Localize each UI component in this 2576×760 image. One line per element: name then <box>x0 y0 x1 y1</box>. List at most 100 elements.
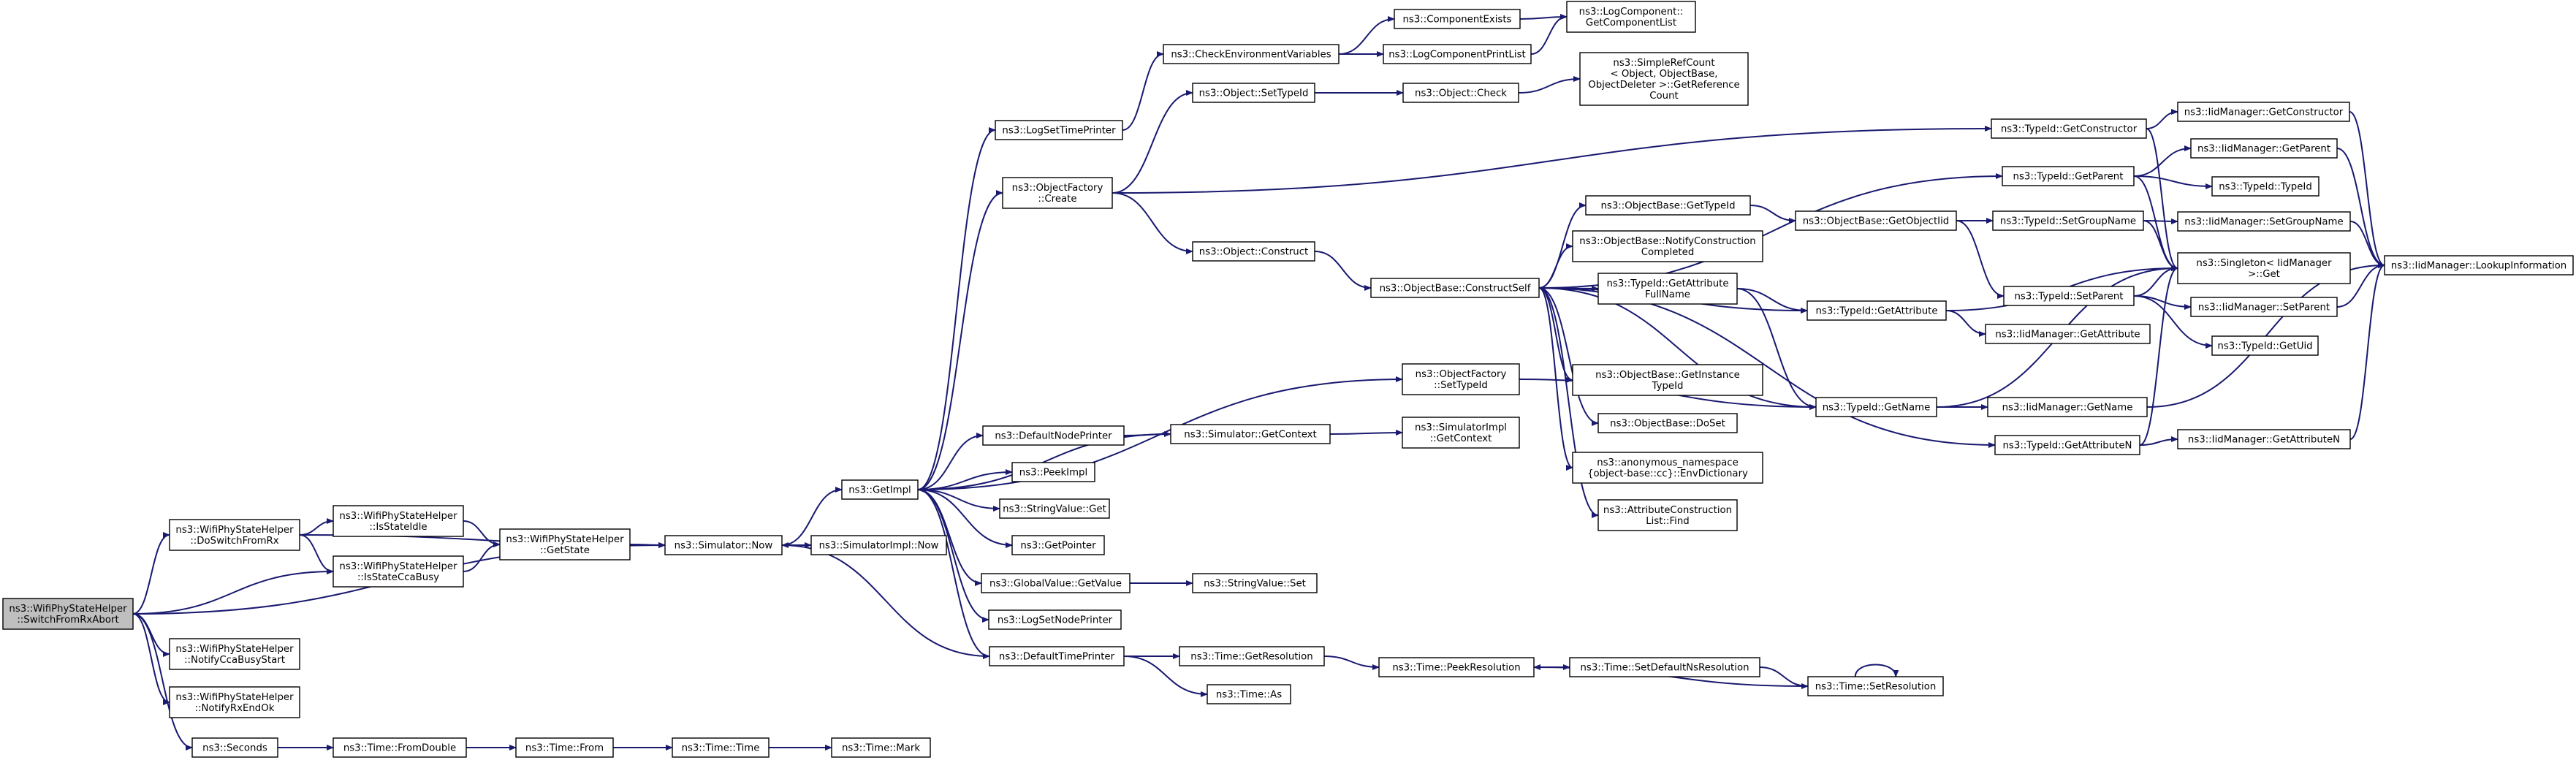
node-simulator-get-context[interactable]: ns3::Simulator::GetContext <box>1170 424 1331 444</box>
node-type-id-get-attribute[interactable]: ns3::TypeId::GetAttribute <box>1806 300 1947 321</box>
node-label-line: ns3::ObjectBase::GetObjectIid <box>1803 216 1949 227</box>
node-simulator-impl-get-context[interactable]: ns3::SimulatorImpl::GetContext <box>1402 417 1520 449</box>
node-box <box>1378 657 1535 677</box>
node-iid-manager-get-attribute[interactable]: ns3::IidManager::GetAttribute <box>1985 324 2151 344</box>
node-object-base-notify[interactable]: ns3::ObjectBase::NotifyConstructionCompl… <box>1572 230 1763 262</box>
node-notify-rx-end-ok[interactable]: ns3::WifiPhyStateHelper::NotifyRxEndOk <box>169 686 300 718</box>
node-object-check[interactable]: ns3::Object::Check <box>1402 83 1519 103</box>
node-time-set-default-ns-resolution[interactable]: ns3::Time::SetDefaultNsResolution <box>1569 657 1760 677</box>
node-label-line: ns3::LogComponent:: <box>1579 7 1684 18</box>
node-seconds[interactable]: ns3::Seconds <box>191 737 278 758</box>
node-get-pointer[interactable]: ns3::GetPointer <box>1011 535 1105 555</box>
node-component-exists[interactable]: ns3::ComponentExists <box>1394 9 1521 29</box>
node-box <box>841 479 919 500</box>
node-box <box>672 737 770 758</box>
node-env-dictionary[interactable]: ns3::anonymous_namespace{object-base::cc… <box>1572 452 1763 484</box>
node-log-set-time-printer[interactable]: ns3::LogSetTimePrinter <box>995 120 1123 140</box>
node-object-base-construct-self[interactable]: ns3::ObjectBase::ConstructSelf <box>1370 278 1540 298</box>
node-time-mark[interactable]: ns3::Time::Mark <box>831 737 931 758</box>
node-object-set-type-id[interactable]: ns3::Object::SetTypeId <box>1192 83 1315 103</box>
node-notify-cca-busy-start[interactable]: ns3::WifiPhyStateHelper::NotifyCcaBusySt… <box>169 638 300 670</box>
node-iid-manager-get-constructor[interactable]: ns3::IidManager::GetConstructor <box>2177 102 2350 122</box>
node-iid-manager-lookup-information[interactable]: ns3::IidManager::LookupInformation <box>2384 255 2574 276</box>
node-log-set-node-printer[interactable]: ns3::LogSetNodePrinter <box>988 609 1122 630</box>
node-do-switch-from-rx[interactable]: ns3::WifiPhyStateHelper::DoSwitchFromRx <box>169 519 300 551</box>
node-box <box>191 737 278 758</box>
node-iid-manager-get-name[interactable]: ns3::IidManager::GetName <box>1987 397 2148 417</box>
node-label-line: ns3::Time::PeekResolution <box>1392 663 1520 674</box>
node-time-get-resolution[interactable]: ns3::Time::GetResolution <box>1179 646 1325 666</box>
node-simulator-now[interactable]: ns3::Simulator::Now <box>664 535 783 555</box>
node-iid-manager-set-group-name[interactable]: ns3::IidManager::SetGroupName <box>2177 211 2351 232</box>
node-label-line: ns3::StringValue::Get <box>1003 504 1106 515</box>
node-time-set-resolution[interactable]: ns3::Time::SetResolution <box>1807 676 1944 696</box>
node-get-component-list[interactable]: ns3::LogComponent::GetComponentList <box>1566 1 1696 33</box>
node-label-line: ns3::SimpleRefCount <box>1613 58 1714 69</box>
node-box <box>1992 210 2144 231</box>
node-type-id-get-parent[interactable]: ns3::TypeId::GetParent <box>2002 166 2135 186</box>
node-box <box>1985 324 2151 344</box>
node-type-id-get-name[interactable]: ns3::TypeId::GetName <box>1815 397 1937 417</box>
node-type-id-get-attribute-n[interactable]: ns3::TypeId::GetAttributeN <box>1994 435 2140 455</box>
node-string-value-set[interactable]: ns3::StringValue::Set <box>1192 573 1318 593</box>
node-type-id-type-id[interactable]: ns3::TypeId::TypeId <box>2211 176 2319 197</box>
node-time-as[interactable]: ns3::Time::As <box>1207 684 1291 704</box>
node-default-time-printer[interactable]: ns3::DefaultTimePrinter <box>989 646 1125 666</box>
node-iid-manager-get-parent[interactable]: ns3::IidManager::GetParent <box>2190 138 2338 159</box>
node-object-factory-create[interactable]: ns3::ObjectFactory::Create <box>1002 177 1113 209</box>
node-default-node-printer[interactable]: ns3::DefaultNodePrinter <box>982 425 1125 446</box>
node-peek-impl[interactable]: ns3::PeekImpl <box>1011 462 1095 482</box>
node-box <box>1597 273 1738 305</box>
node-object-construct[interactable]: ns3::Object::Construct <box>1192 241 1315 262</box>
call-edge <box>1123 656 1208 697</box>
node-label-line: ::NotifyRxEndOk <box>195 703 275 714</box>
node-time-from[interactable]: ns3::Time::From <box>515 737 614 758</box>
node-type-id-set-group-name[interactable]: ns3::TypeId::SetGroupName <box>1992 210 2144 231</box>
node-time-from-double[interactable]: ns3::Time::FromDouble <box>333 737 467 758</box>
node-box <box>333 737 467 758</box>
node-box <box>1207 684 1291 704</box>
node-singleton[interactable]: ns3::Singleton< IidManager >::Get <box>2177 252 2351 284</box>
node-root[interactable]: ns3::WifiPhyStateHelper::SwitchFromRxAbo… <box>2 598 134 630</box>
node-box <box>1192 573 1318 593</box>
node-label-line: ns3::IidManager::GetConstructor <box>2184 107 2344 118</box>
node-iid-manager-get-attribute-n[interactable]: ns3::IidManager::GetAttributeN <box>2177 429 2351 449</box>
node-box <box>499 528 631 560</box>
node-type-id-get-constructor[interactable]: ns3::TypeId::GetConstructor <box>1991 118 2147 139</box>
node-box <box>989 646 1125 666</box>
node-is-state-idle[interactable]: ns3::WifiPhyStateHelper::IsStateIdle <box>333 505 464 537</box>
node-label-line: ns3::Time::Mark <box>842 743 920 754</box>
node-simple-ref-count[interactable]: ns3::SimpleRefCount< Object, ObjectBase,… <box>1579 52 1749 106</box>
node-label-line: ::GetContext <box>1430 433 1492 444</box>
node-get-impl[interactable]: ns3::GetImpl <box>841 479 919 500</box>
node-box <box>1566 1 1696 33</box>
node-is-state-cca-busy[interactable]: ns3::WifiPhyStateHelper::IsStateCcaBusy <box>333 555 464 588</box>
node-box <box>1402 83 1519 103</box>
node-object-base-do-set[interactable]: ns3::ObjectBase::DoSet <box>1597 413 1738 433</box>
node-check-env-vars[interactable]: ns3::CheckEnvironmentVariables <box>1163 44 1340 64</box>
node-log-component-print-list[interactable]: ns3::LogComponentPrintList <box>1383 44 1532 64</box>
node-box <box>988 609 1122 630</box>
node-label-line: GetComponentList <box>1586 18 1676 28</box>
node-label-line: ns3::LogSetNodePrinter <box>998 615 1113 626</box>
node-label-line: FullName <box>1645 289 1690 300</box>
node-type-id-set-parent[interactable]: ns3::TypeId::SetParent <box>2003 286 2135 306</box>
node-time-time[interactable]: ns3::Time::Time <box>672 737 770 758</box>
node-label-line: ::IsStateCcaBusy <box>357 572 439 583</box>
node-object-base-get-type-id[interactable]: ns3::ObjectBase::GetTypeId <box>1585 195 1751 216</box>
node-time-peek-resolution[interactable]: ns3::Time::PeekResolution <box>1378 657 1535 677</box>
node-iid-manager-set-parent[interactable]: ns3::IidManager::SetParent <box>2190 297 2338 317</box>
node-simulator-impl-now[interactable]: ns3::SimulatorImpl::Now <box>810 535 947 555</box>
node-get-state[interactable]: ns3::WifiPhyStateHelper::GetState <box>499 528 631 560</box>
node-object-base-get-object-iid[interactable]: ns3::ObjectBase::GetObjectIid <box>1795 210 1957 231</box>
node-box <box>1597 413 1738 433</box>
node-box <box>1163 44 1340 64</box>
node-object-factory-set-type-id[interactable]: ns3::ObjectFactory::SetTypeId <box>1402 363 1520 395</box>
node-global-value-get-value[interactable]: ns3::GlobalValue::GetValue <box>981 573 1131 593</box>
call-edge <box>2146 109 2178 129</box>
node-string-value-get[interactable]: ns3::StringValue::Get <box>999 498 1110 519</box>
node-type-id-get-uid[interactable]: ns3::TypeId::GetUid <box>2211 335 2319 356</box>
